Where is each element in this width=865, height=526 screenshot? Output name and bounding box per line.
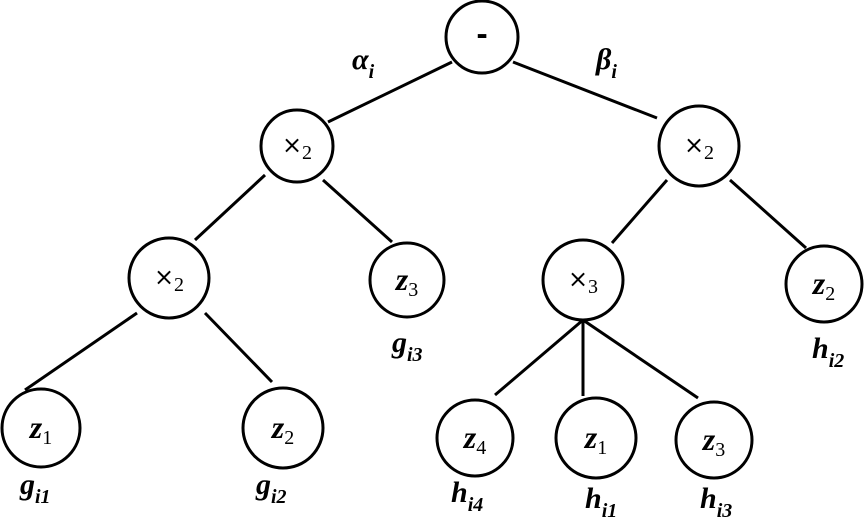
leaf-z1-right-node: z1 xyxy=(554,396,638,480)
svg-text:×3: ×3 xyxy=(568,265,598,298)
node-label: × xyxy=(684,131,704,159)
labels: αi βi gi3 hi2 gi1 gi2 hi4 hi1 hi3 xyxy=(19,43,844,522)
node-subscript: 2 xyxy=(284,427,294,449)
alpha-label: αi xyxy=(352,43,375,83)
leaf-z3-right-node: z3 xyxy=(674,400,754,480)
left-inner-times-node: ×2 xyxy=(127,236,211,320)
svg-text:z2: z2 xyxy=(812,265,835,305)
node-subscript: 1 xyxy=(597,437,607,459)
node-subscript: 2 xyxy=(302,142,312,164)
root-minus-node: - xyxy=(444,0,520,75)
node-subscript: 4 xyxy=(476,437,486,459)
edge-left-inner xyxy=(193,173,267,242)
h-i2-label: hi2 xyxy=(812,332,844,372)
node-subscript: 3 xyxy=(408,279,418,301)
node-subscript: 2 xyxy=(704,142,714,164)
g-i1-label: gi1 xyxy=(19,468,51,508)
edge-root-right xyxy=(512,60,658,120)
node-subscript: 2 xyxy=(174,274,184,296)
edge-right-z2 xyxy=(728,178,808,250)
leaf-z2-right-node: z2 xyxy=(784,244,864,324)
node-label: z xyxy=(584,419,598,455)
node-label: z xyxy=(463,419,477,455)
right-times-node: ×2 xyxy=(657,104,741,188)
node-subscript: 1 xyxy=(42,427,52,449)
edge-left-z3 xyxy=(321,178,394,244)
svg-text:z1: z1 xyxy=(29,409,52,449)
node-label: z xyxy=(395,261,409,297)
leaf-z2-left-node: z2 xyxy=(241,386,325,470)
h-i1-label: hi1 xyxy=(585,482,617,522)
edge-inner-z2 xyxy=(203,311,274,384)
svg-text:z1: z1 xyxy=(584,419,607,459)
node-subscript: 2 xyxy=(825,283,835,305)
svg-text:z3: z3 xyxy=(702,421,725,461)
edge-root-left xyxy=(327,60,453,124)
node-label: × xyxy=(154,263,174,291)
node-label: × xyxy=(568,265,588,293)
beta-label: βi xyxy=(595,43,617,83)
edge-x3-z3 xyxy=(582,318,699,400)
svg-text:z3: z3 xyxy=(395,261,418,301)
node-label: - xyxy=(476,18,488,51)
svg-text:z4: z4 xyxy=(463,419,486,459)
edge-x3-z4 xyxy=(494,318,584,397)
svg-text:×2: ×2 xyxy=(684,131,714,164)
svg-text:z2: z2 xyxy=(271,409,294,449)
node-label: z xyxy=(812,265,826,301)
node-label: z xyxy=(702,421,716,457)
leaf-z3-mid-node: z3 xyxy=(368,241,446,319)
right-inner-times-node: ×3 xyxy=(541,238,625,322)
h-i3-label: hi3 xyxy=(700,482,732,522)
leaf-z4-node: z4 xyxy=(435,398,515,478)
edges xyxy=(24,60,808,400)
node-label: z xyxy=(29,409,43,445)
g-i2-label: gi2 xyxy=(255,468,287,508)
node-label: z xyxy=(271,409,285,445)
edge-right-inner xyxy=(610,179,669,244)
nodes: - ×2 ×2 ×2 ×3 z3 z2 z1 xyxy=(0,0,864,480)
leaf-z1-left-node: z1 xyxy=(0,387,82,469)
node-subscript: 3 xyxy=(588,276,598,298)
svg-text:×2: ×2 xyxy=(282,131,312,164)
h-i4-label: hi4 xyxy=(451,476,483,516)
g-i3-label: gi3 xyxy=(391,326,423,366)
node-label: × xyxy=(282,131,302,159)
svg-text:×2: ×2 xyxy=(154,263,184,296)
edge-inner-z1 xyxy=(24,311,138,392)
left-times-node: ×2 xyxy=(259,108,335,184)
node-subscript: 3 xyxy=(715,439,725,461)
